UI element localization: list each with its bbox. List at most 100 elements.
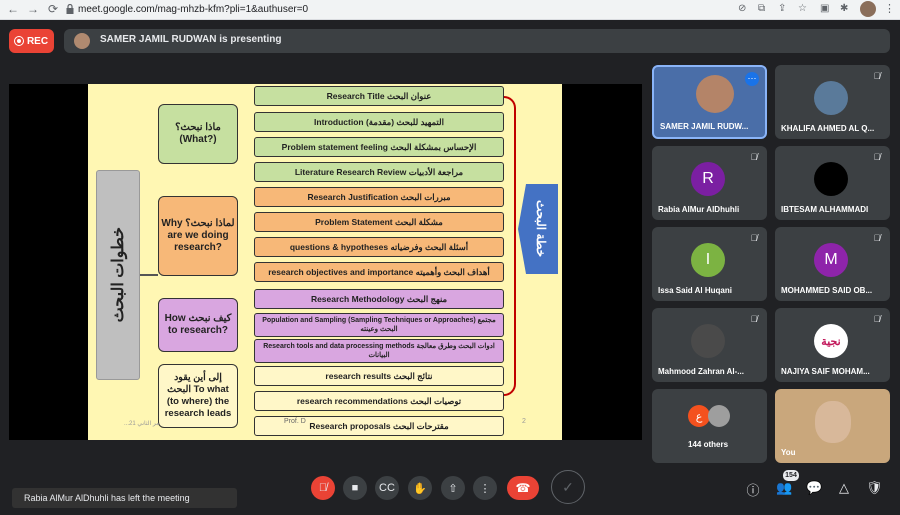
mic-off-icon: 🎙̸ xyxy=(873,314,881,324)
mic-off-icon: 🎙̸ xyxy=(750,314,758,324)
research-steps-box: خطوات البحث xyxy=(96,170,140,380)
research-steps-title: خطوات البحث xyxy=(109,227,127,323)
self-tile[interactable]: You xyxy=(775,389,890,463)
participant-video xyxy=(696,75,734,113)
slide-page-number: 2 xyxy=(522,418,526,425)
presentation-slide: خطوات البحث ماذا نبحث؟ (What?) Why لماذا… xyxy=(88,84,562,440)
others-tile[interactable]: ع 144 others xyxy=(652,389,767,463)
participant-avatar: I xyxy=(691,243,725,277)
mic-off-button[interactable]: 🎙̸ xyxy=(311,476,335,500)
people-count-badge: 154 xyxy=(783,470,799,481)
call-controls: 🎙̸ ■ CC ✋ ⇧ ⋮ ☎ ✓ ⓘ 👥 💬 △ 🛡 xyxy=(0,460,900,515)
more-options-icon[interactable]: ⋯ xyxy=(745,72,759,86)
participant-tile[interactable]: I 🎙̸ Issa Said Al Huqani xyxy=(652,227,767,301)
others-avatar: ع xyxy=(688,405,710,427)
participant-avatar: M xyxy=(814,243,848,277)
mic-off-icon: 🎙̸ xyxy=(750,152,758,162)
row-population-sampling: Population and Sampling (Sampling Techni… xyxy=(254,313,504,337)
row-proposals: Research proposals مقترحات البحث xyxy=(254,416,504,436)
participant-tile[interactable]: 🎙̸ IBTESAM ALHAMMADI xyxy=(775,146,890,220)
participant-name: Issa Said Al Huqani xyxy=(658,286,732,295)
record-dot-icon xyxy=(14,37,23,45)
participant-logo: نجية xyxy=(814,324,848,358)
rec-label: REC xyxy=(26,35,49,47)
row-problem-statement: Problem Statement مشكلة البحث xyxy=(254,212,504,232)
mic-off-icon: 🎙̸ xyxy=(873,152,881,162)
row-results: research results نتائج البحث xyxy=(254,366,504,386)
others-avatar-photo xyxy=(708,405,730,427)
row-introduction: Introduction (التمهيد للبحث (مقدمة xyxy=(254,112,504,132)
row-literature-review: Literature Research Review مراجعة الأدبي… xyxy=(254,162,504,182)
presenting-text: SAMER JAMIL RUDWAN is presenting xyxy=(100,34,282,45)
browser-menu-icon[interactable]: ⋮ xyxy=(884,3,895,15)
red-brace xyxy=(504,96,516,396)
recording-badge: REC xyxy=(9,29,54,53)
back-icon[interactable]: ← xyxy=(7,2,19,16)
participant-tile[interactable]: R 🎙̸ Rabia AlMur AlDhuhli xyxy=(652,146,767,220)
participant-tile[interactable]: ⋯ SAMER JAMIL RUDW... xyxy=(652,65,767,139)
presenter-avatar xyxy=(74,33,90,49)
slide-footer-left: ...مر الثاني 21 xyxy=(124,421,160,427)
row-recommendations: research recommendations توصيات البحث xyxy=(254,391,504,411)
info-icon[interactable]: ⓘ xyxy=(746,483,760,498)
mic-off-icon: 🎙̸ xyxy=(750,233,758,243)
host-controls-icon[interactable]: 🛡 xyxy=(866,480,883,495)
check-button[interactable]: ✓ xyxy=(551,470,585,504)
mic-off-icon: 🎙̸ xyxy=(873,71,881,81)
bookmark-star-icon[interactable]: ☆ xyxy=(798,3,807,14)
question-what: ماذا نبحث؟ (What?) xyxy=(158,104,238,164)
row-objectives: research objectives and importance أهداف… xyxy=(254,262,504,282)
end-call-button[interactable]: ☎ xyxy=(507,476,539,500)
translate-icon[interactable]: ⧉ xyxy=(758,3,766,14)
row-research-title: Research Title عنوان البحث xyxy=(254,86,504,106)
present-button[interactable]: ⇧ xyxy=(441,476,465,500)
participant-photo xyxy=(691,324,725,358)
participant-name: KHALIFA AHMED AL Q... xyxy=(781,124,875,133)
share-icon[interactable]: ⇪ xyxy=(778,3,787,14)
camera-button[interactable]: ■ xyxy=(343,476,367,500)
participant-name: SAMER JAMIL RUDW... xyxy=(660,122,749,131)
raise-hand-button[interactable]: ✋ xyxy=(408,476,432,500)
participant-name: Mahmood Zahran Al-... xyxy=(658,367,744,376)
presenting-banner: SAMER JAMIL RUDWAN is presenting xyxy=(64,29,890,53)
browser-toolbar: ← → ⟳ meet.google.com/mag-mhzb-kfm?pli=1… xyxy=(0,0,900,20)
question-how: How كيف نبحث to research? xyxy=(158,298,238,352)
participant-name: Rabia AlMur AlDhuhli xyxy=(658,205,740,214)
row-methodology: Research Methodology منهج البحث xyxy=(254,289,504,309)
reload-icon[interactable]: ⟳ xyxy=(47,2,59,16)
extension-icon[interactable]: ▣ xyxy=(820,3,830,14)
puzzle-icon[interactable]: ✱ xyxy=(840,3,849,14)
row-problem-feeling: Problem statement feeling الإحساس بمشكلة… xyxy=(254,137,504,157)
profile-avatar[interactable] xyxy=(860,1,876,17)
row-questions-hypotheses: questions & hypotheses أسئلة البحث وفرضي… xyxy=(254,237,504,257)
participant-tile[interactable]: 🎙̸ Mahmood Zahran Al-... xyxy=(652,308,767,382)
participant-tile[interactable]: 🎙̸ KHALIFA AHMED AL Q... xyxy=(775,65,890,139)
self-name: You xyxy=(781,448,796,457)
question-where: إلى أين يقود البحث To what (to where) th… xyxy=(158,364,238,428)
captions-button[interactable]: CC xyxy=(375,476,399,500)
participant-photo xyxy=(814,81,848,115)
research-plan-box: خطة البحث xyxy=(518,184,558,274)
chat-icon[interactable]: 💬 xyxy=(806,480,823,495)
connector-line xyxy=(140,274,158,276)
more-options-button[interactable]: ⋮ xyxy=(473,476,497,500)
visibility-icon[interactable]: ⊘ xyxy=(738,3,747,14)
row-research-tools: Research tools and data processing metho… xyxy=(254,339,504,363)
address-bar[interactable]: meet.google.com/mag-mhzb-kfm?pli=1&authu… xyxy=(78,4,309,15)
notification-toast: Rabia AlMur AlDhuhli has left the meetin… xyxy=(12,488,237,508)
mic-off-icon: 🎙̸ xyxy=(873,233,881,243)
activities-icon[interactable]: △ xyxy=(839,480,849,495)
research-plan-title: خطة البحث xyxy=(534,200,548,258)
question-why: Why لماذا نبحث؟ are we doing research? xyxy=(158,196,238,276)
slide-footer-author: Prof. D xyxy=(284,418,306,425)
others-count: 144 others xyxy=(688,440,729,449)
people-icon[interactable]: 👥 xyxy=(776,480,793,495)
participant-avatar xyxy=(814,162,848,196)
self-video xyxy=(815,401,851,443)
row-justification: Research Justification مبررات البحث xyxy=(254,187,504,207)
participant-tile[interactable]: M 🎙̸ MOHAMMED SAID OB... xyxy=(775,227,890,301)
participant-name: NAJIYA SAIF MOHAM... xyxy=(781,367,870,376)
participant-tile[interactable]: نجية 🎙̸ NAJIYA SAIF MOHAM... xyxy=(775,308,890,382)
participant-avatar: R xyxy=(691,162,725,196)
forward-icon[interactable]: → xyxy=(27,2,39,16)
